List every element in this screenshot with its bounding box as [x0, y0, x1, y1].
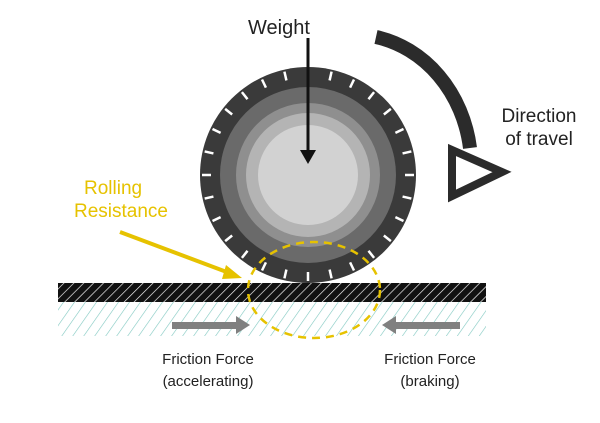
- tread-mark: [224, 234, 233, 243]
- friction-brake-line-1: Friction Force: [384, 351, 476, 368]
- rolling-resistance-arrow: [119, 230, 242, 279]
- tread-mark: [204, 195, 214, 200]
- tread-mark: [328, 71, 333, 81]
- ground-hatch: [58, 302, 486, 336]
- rolling-line-2: Resistance: [74, 200, 168, 222]
- friction-brake-line-2: (braking): [400, 373, 460, 390]
- tread-mark: [204, 150, 214, 155]
- tread-mark: [211, 215, 222, 223]
- friction-force-accelerating-label: Friction Force (accelerating): [138, 351, 278, 391]
- friction-accel-line-2: (accelerating): [162, 373, 254, 390]
- tread-mark: [394, 215, 405, 223]
- weight-label: Weight: [248, 17, 310, 39]
- tire: [200, 67, 416, 283]
- direction-of-travel-arrow: [374, 30, 512, 203]
- tread-mark: [383, 234, 392, 243]
- tread-mark: [240, 91, 249, 100]
- tire-hub: [258, 125, 358, 225]
- weight-arrow: [300, 38, 316, 164]
- tread-mark: [283, 269, 288, 279]
- tread-mark: [367, 250, 376, 259]
- tread-mark: [402, 150, 412, 155]
- friction-accel-line-1: Friction Force: [162, 351, 254, 368]
- tread-mark: [348, 261, 356, 272]
- tread-mark: [283, 71, 288, 81]
- direction-line-1: Direction: [501, 106, 577, 127]
- tread-mark: [328, 269, 333, 279]
- tread-mark: [348, 78, 356, 89]
- tread-mark: [383, 107, 392, 116]
- tread-mark: [260, 78, 268, 89]
- tread-mark: [240, 250, 249, 259]
- rolling-line-1: Rolling: [84, 178, 143, 199]
- direction-of-travel-label: Direction of travel: [484, 106, 594, 152]
- contact-patch-ellipse: [246, 240, 382, 340]
- tread-mark: [211, 127, 222, 135]
- road-surface: [58, 283, 486, 302]
- tread-mark: [260, 261, 268, 272]
- tread-mark: [224, 107, 233, 116]
- tread-mark: [367, 91, 376, 100]
- tread-mark: [394, 127, 405, 135]
- friction-arrow-accelerating: [172, 316, 250, 334]
- tire-tread-marks: [202, 69, 414, 281]
- direction-line-2: of travel: [505, 128, 573, 150]
- friction-arrow-braking: [382, 316, 460, 334]
- tread-mark: [402, 195, 412, 200]
- rolling-resistance-label: Rolling Resistance: [74, 178, 168, 224]
- friction-force-braking-label: Friction Force (braking): [360, 351, 500, 391]
